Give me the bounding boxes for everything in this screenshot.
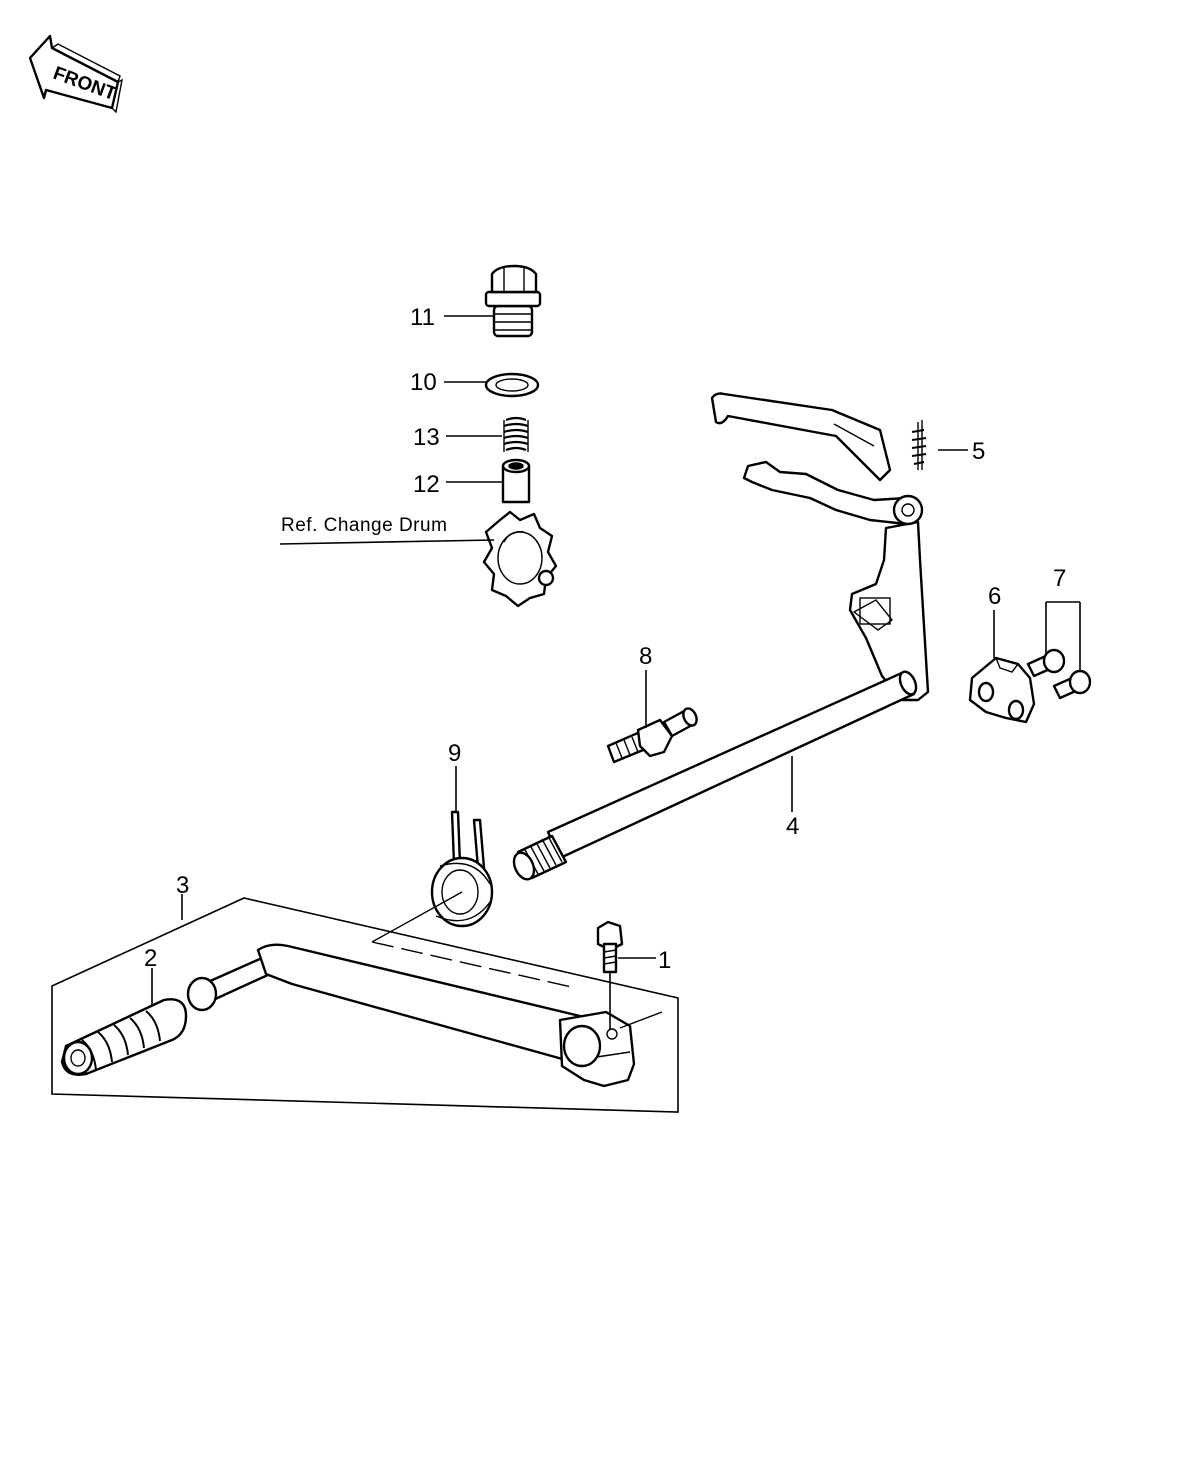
callout-4: 4 [786, 813, 799, 840]
shift-shaft-part-4 [512, 392, 930, 881]
callout-7: 7 [1053, 565, 1066, 592]
spring-part-5 [911, 420, 927, 470]
change-drum-reference-label: Ref. Change Drum [281, 515, 447, 536]
plate-part-6 [968, 656, 1036, 724]
callout-8: 8 [639, 643, 652, 670]
return-spring-part-9 [430, 810, 494, 928]
shift-pedal-part-3 [186, 943, 636, 1088]
callout-13: 13 [413, 424, 440, 451]
callout-2: 2 [144, 945, 157, 972]
rubber-pedal-part-2 [60, 998, 188, 1076]
washer-part-10 [484, 372, 540, 398]
pin-part-12 [501, 458, 531, 504]
front-arrow-icon: FRONT [28, 34, 123, 114]
callout-5: 5 [972, 438, 985, 465]
group-bracket-part-3 [51, 891, 679, 1113]
stud-part-8 [606, 707, 698, 764]
callout-9: 9 [448, 740, 461, 767]
callout-10: 10 [410, 369, 437, 396]
callout-11: 11 [410, 304, 435, 331]
callout-12: 12 [413, 471, 440, 498]
spring-part-13 [503, 416, 529, 452]
callout-1: 1 [658, 947, 671, 974]
bolt-part-1 [596, 920, 624, 974]
callout-3: 3 [176, 872, 189, 899]
callout-6: 6 [988, 583, 1001, 610]
callout-labels: 11 10 13 12 Ref. Change Drum 5 6 7 8 9 4… [144, 304, 1066, 974]
change-drum-reference-part [482, 510, 558, 608]
leader-lines [151, 315, 1081, 1030]
bolt-part-11 [484, 264, 542, 338]
bolts-part-7 [1026, 648, 1092, 700]
